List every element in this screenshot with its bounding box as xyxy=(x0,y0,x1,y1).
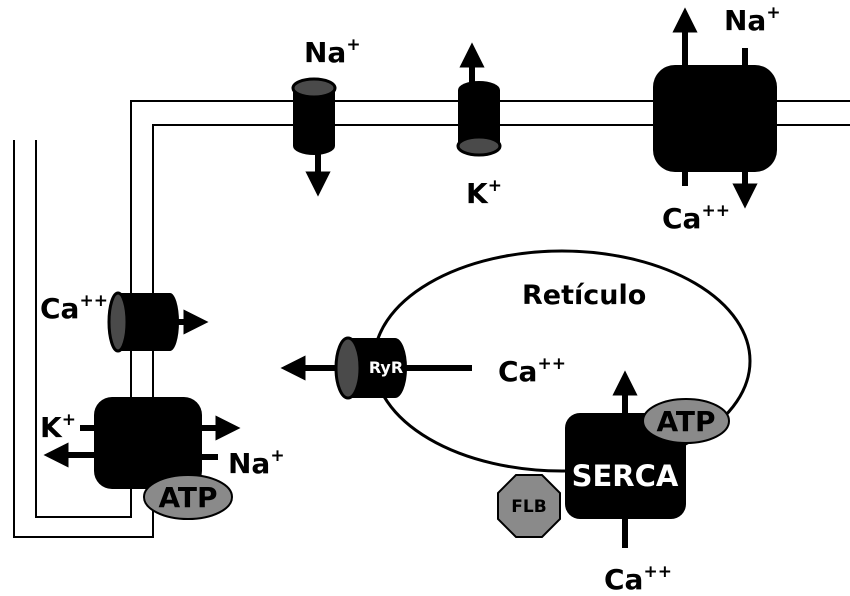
ryr-channel: RyR xyxy=(280,336,472,400)
serca-atp-badge xyxy=(642,398,730,444)
exchanger-na-label: Na+ xyxy=(724,3,781,37)
na-channel-label: Na+ xyxy=(304,35,361,69)
ca-channel-label: Ca++ xyxy=(40,291,108,325)
pump-atp-label: ATP xyxy=(158,481,217,514)
na-ca-exchanger xyxy=(653,7,777,209)
ryr-ca-label: Ca++ xyxy=(498,354,566,388)
pump-atp-badge xyxy=(143,474,233,520)
flb-label: FLB xyxy=(511,497,546,517)
serca-label: SERCA xyxy=(572,459,679,493)
reticulum-label: Retículo xyxy=(522,280,646,311)
na-channel xyxy=(291,77,337,197)
serca-pump: SERCA ATP FLB xyxy=(497,370,730,548)
flb-badge xyxy=(497,474,561,538)
ryr-label: RyR xyxy=(369,358,403,377)
cell-membrane xyxy=(13,100,850,538)
k-channel-label: K+ xyxy=(466,176,502,210)
ca-channel xyxy=(107,291,209,353)
pump-k-label: K+ xyxy=(40,410,76,444)
serca-atp-label: ATP xyxy=(656,405,715,438)
pump-na-label: Na+ xyxy=(228,446,285,480)
serca-ca-label: Ca++ xyxy=(604,562,672,596)
k-channel xyxy=(456,42,502,157)
exchanger-ca-label: Ca++ xyxy=(662,201,730,235)
na-k-pump: ATP xyxy=(43,397,241,520)
